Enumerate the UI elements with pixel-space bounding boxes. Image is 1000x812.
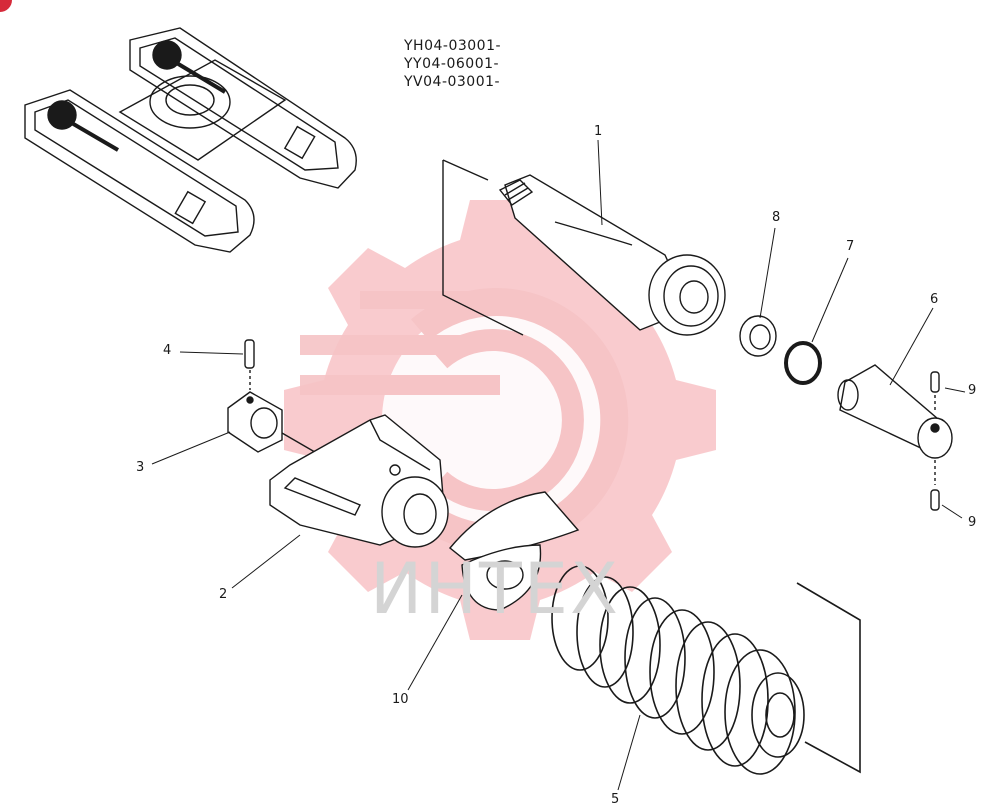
leader-lines [151, 139, 966, 791]
callout-9-top: 9 [968, 383, 977, 398]
part-9-spring-pins [930, 371, 940, 511]
serial-number-2: YY04-06001- [404, 56, 500, 72]
part-6-pin [837, 364, 953, 459]
undercarriage-overview [24, 27, 357, 253]
part-3-nut [227, 391, 321, 456]
serial-number-3: YV04-03001- [404, 74, 501, 90]
callout-3: 3 [136, 460, 145, 475]
part-7-snap-ring [784, 341, 822, 385]
callout-7: 7 [846, 239, 855, 254]
callout-8: 8 [772, 210, 781, 225]
callout-1: 1 [594, 124, 603, 139]
callout-2: 2 [219, 587, 228, 602]
part-4-pin [244, 339, 255, 390]
watermark-text: ИНТЕХ [370, 548, 620, 630]
part-5-recoil-spring [551, 565, 861, 775]
part-10-shim [449, 491, 580, 611]
part-2-yoke [269, 414, 449, 548]
callout-6: 6 [930, 292, 939, 307]
part-1-yoke-shaft [442, 159, 726, 336]
part-8-washer [739, 315, 777, 357]
callout-9-bottom: 9 [968, 515, 977, 530]
serial-number-1: YH04-03001- [404, 38, 502, 54]
callout-10: 10 [392, 692, 409, 707]
callout-4: 4 [163, 343, 172, 358]
callout-5: 5 [611, 792, 620, 807]
